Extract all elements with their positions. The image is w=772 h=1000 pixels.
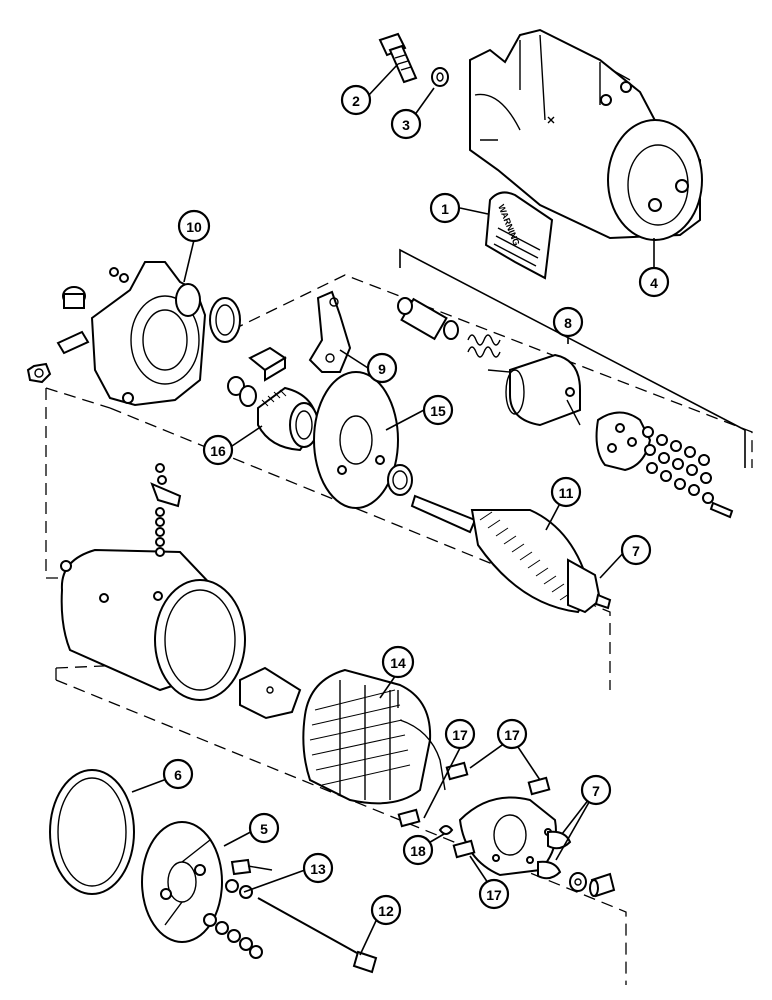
callout-c5: 5 [248,812,280,844]
callout-circle [162,758,194,790]
callout-c15: 15 [422,394,454,426]
callout-circle [177,209,211,243]
bearing-spacer-ring [387,464,413,496]
frame-screws-washers [203,858,273,959]
callout-c11: 11 [550,476,582,508]
pole-shoe [239,666,302,720]
retaining-rings [227,376,257,407]
solenoid-hardware [642,426,734,519]
yoke-hardware [60,463,182,572]
callout-circle [248,812,280,844]
callout-circle [402,834,434,866]
end-washer [569,872,587,892]
callout-number: 15 [430,403,446,419]
callout-circle [552,306,584,338]
callout-number: 8 [564,315,572,331]
callout-c1: 1 [429,192,461,224]
callout-circle [496,718,528,750]
callout-c17b: 17 [496,718,528,750]
solenoid-cover [595,411,652,472]
callout-c7a: 7 [620,534,652,566]
callout-circle [550,476,582,508]
callout-c6: 6 [162,758,194,790]
callout-number: 7 [592,783,600,799]
callout-c16: 16 [202,434,234,466]
callout-c3: 3 [390,108,422,140]
callout-circle [366,352,398,384]
callout-c13: 13 [302,852,334,884]
pinion-clutch [257,386,320,452]
starter-motor-assembly [469,28,703,241]
drive-lever [308,290,352,373]
callout-c2: 2 [340,84,372,116]
housing-gasket-ring [209,297,241,343]
callout-number: 10 [186,219,202,235]
through-bolt [257,897,378,974]
callout-number: 11 [559,485,574,501]
callout-circle [202,434,234,466]
callout-c9: 9 [366,352,398,384]
brush-spring-clip [438,825,454,835]
callout-number: 4 [650,275,658,291]
callout-circle [580,774,612,806]
solenoid-group-bracket [399,248,746,468]
callout-circle [340,84,372,116]
callout-number: 2 [352,93,360,109]
callout-number: 5 [260,821,268,837]
callout-number: 17 [504,727,520,743]
callout-number: 1 [441,201,449,217]
callout-c7b: 7 [580,774,612,806]
callout-c18: 18 [402,834,434,866]
callout-number: 9 [378,361,386,377]
lock-washer [431,67,449,87]
commutator-end-frame [141,821,223,943]
callout-number: 16 [210,443,226,459]
warning-label: WARNING [484,191,554,280]
callout-circle [370,894,402,926]
field-coils [302,668,446,805]
carbon-brushes [397,761,551,859]
callout-circle [302,852,334,884]
callout-number: 17 [452,727,468,743]
callout-c12: 12 [370,894,402,926]
mounting-bolt [378,32,418,84]
yoke-housing [60,548,246,701]
housing-stud-nut [26,330,90,384]
callout-c17a: 17 [444,718,476,750]
callout-number: 7 [632,543,640,559]
callout-c14: 14 [381,645,415,679]
callout-circle [390,108,422,140]
callout-number: 3 [402,117,410,133]
solenoid-spring [467,334,501,358]
callout-circle [620,534,652,566]
callout-c4: 4 [638,266,670,298]
callout-number: 18 [410,843,426,859]
drive-end-housing [62,261,207,407]
callout-c8: 8 [552,306,584,338]
end-frame-gasket [49,769,135,895]
callout-circle [478,878,510,910]
callout-circle [444,718,476,750]
callout-c10: 10 [177,209,211,243]
armature [410,494,612,614]
end-bushing [589,872,616,898]
callout-number: 13 [310,861,326,877]
callout-number: 14 [390,655,406,671]
callout-circle [381,645,415,679]
callout-circle [422,394,454,426]
pinion-block [248,346,287,382]
intermediate-bearing-plate [313,371,399,509]
callout-c17c: 17 [478,878,510,910]
callout-circle [429,192,461,224]
callout-number: 17 [486,887,502,903]
callout-number: 12 [378,903,394,919]
solenoid-plunger [397,297,459,341]
callout-number: 6 [174,767,182,783]
solenoid-body [487,353,581,427]
callout-circle [638,266,670,298]
